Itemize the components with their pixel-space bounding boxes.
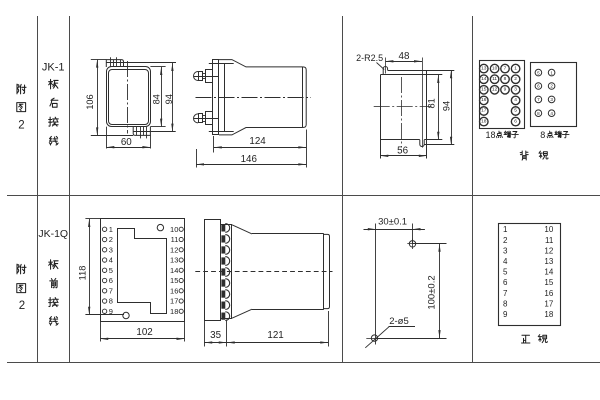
svg-text:6: 6	[537, 84, 540, 89]
svg-text:18: 18	[170, 307, 178, 316]
svg-text:35: 35	[210, 330, 221, 341]
svg-text:11: 11	[545, 236, 554, 245]
svg-text:8: 8	[537, 111, 540, 116]
svg-text:3: 3	[514, 87, 517, 93]
svg-text:121: 121	[267, 330, 283, 341]
svg-text:3: 3	[503, 246, 508, 255]
svg-text:16: 16	[544, 289, 553, 298]
svg-text:13: 13	[170, 256, 178, 265]
svg-text:100±0.2: 100±0.2	[426, 275, 437, 309]
svg-text:94: 94	[441, 101, 451, 111]
svg-text:2: 2	[514, 76, 517, 82]
svg-text:48: 48	[399, 51, 410, 62]
svg-text:106: 106	[85, 94, 95, 109]
svg-text:15: 15	[170, 276, 178, 285]
svg-text:7: 7	[109, 286, 113, 295]
svg-text:10: 10	[544, 225, 553, 234]
svg-text:124: 124	[249, 136, 266, 147]
svg-text:81: 81	[427, 98, 437, 108]
svg-text:7: 7	[504, 65, 507, 71]
svg-text:8: 8	[504, 76, 507, 82]
svg-text:18: 18	[481, 118, 487, 124]
svg-text:17: 17	[481, 108, 487, 114]
svg-text:5: 5	[514, 108, 517, 114]
svg-text:1: 1	[514, 65, 517, 71]
svg-text:15: 15	[481, 87, 487, 93]
svg-text:9: 9	[109, 307, 113, 316]
svg-text:60: 60	[121, 137, 132, 148]
svg-text:13: 13	[481, 65, 487, 71]
svg-text:17: 17	[170, 297, 178, 306]
svg-text:9: 9	[503, 310, 508, 319]
svg-text:10: 10	[492, 65, 498, 71]
svg-text:7: 7	[537, 97, 540, 102]
svg-text:6: 6	[503, 278, 508, 287]
svg-text:56: 56	[397, 146, 408, 157]
svg-text:2-R2.5: 2-R2.5	[356, 53, 383, 63]
svg-text:4: 4	[503, 257, 508, 266]
svg-text:8: 8	[109, 297, 113, 306]
svg-text:14: 14	[170, 266, 178, 275]
svg-text:10: 10	[170, 225, 178, 234]
svg-text:118: 118	[77, 266, 87, 281]
svg-text:2: 2	[18, 120, 24, 132]
svg-text:2: 2	[550, 84, 553, 89]
svg-text:8: 8	[540, 130, 545, 140]
svg-text:2-ø5: 2-ø5	[389, 316, 409, 327]
svg-text:JK-1: JK-1	[42, 62, 65, 74]
svg-text:9: 9	[504, 87, 507, 93]
svg-text:11: 11	[171, 235, 179, 244]
svg-text:18: 18	[544, 310, 553, 319]
svg-text:14: 14	[544, 268, 553, 277]
svg-text:5: 5	[109, 266, 113, 275]
svg-text:4: 4	[514, 97, 517, 103]
svg-text:5: 5	[537, 70, 540, 75]
svg-text:JK-1Q: JK-1Q	[38, 228, 68, 240]
svg-text:1: 1	[109, 225, 113, 234]
svg-text:3: 3	[109, 245, 113, 254]
svg-text:13: 13	[544, 257, 553, 266]
svg-text:14: 14	[481, 76, 487, 82]
svg-text:16: 16	[170, 286, 178, 295]
svg-text:6: 6	[109, 276, 113, 285]
svg-text:1: 1	[503, 225, 508, 234]
svg-text:2: 2	[503, 236, 508, 245]
svg-text:102: 102	[136, 327, 152, 338]
svg-text:5: 5	[503, 268, 508, 277]
svg-text:4: 4	[550, 111, 553, 116]
svg-text:12: 12	[170, 245, 178, 254]
svg-text:12: 12	[544, 246, 553, 255]
svg-text:12: 12	[492, 87, 498, 93]
svg-text:3: 3	[550, 97, 553, 102]
svg-text:94: 94	[164, 94, 174, 104]
svg-text:1: 1	[550, 70, 553, 75]
svg-text:2: 2	[19, 300, 25, 312]
svg-text:7: 7	[503, 289, 508, 298]
svg-text:84: 84	[151, 94, 161, 104]
svg-text:30±0.1: 30±0.1	[378, 217, 407, 228]
svg-text:17: 17	[544, 299, 553, 308]
svg-text:4: 4	[109, 256, 113, 265]
svg-text:8: 8	[503, 299, 508, 308]
svg-text:15: 15	[544, 278, 553, 287]
svg-text:6: 6	[514, 118, 517, 124]
svg-text:11: 11	[492, 76, 497, 82]
svg-text:18: 18	[485, 130, 495, 140]
svg-text:146: 146	[241, 154, 258, 165]
svg-text:2: 2	[109, 235, 113, 244]
svg-text:16: 16	[481, 97, 487, 103]
